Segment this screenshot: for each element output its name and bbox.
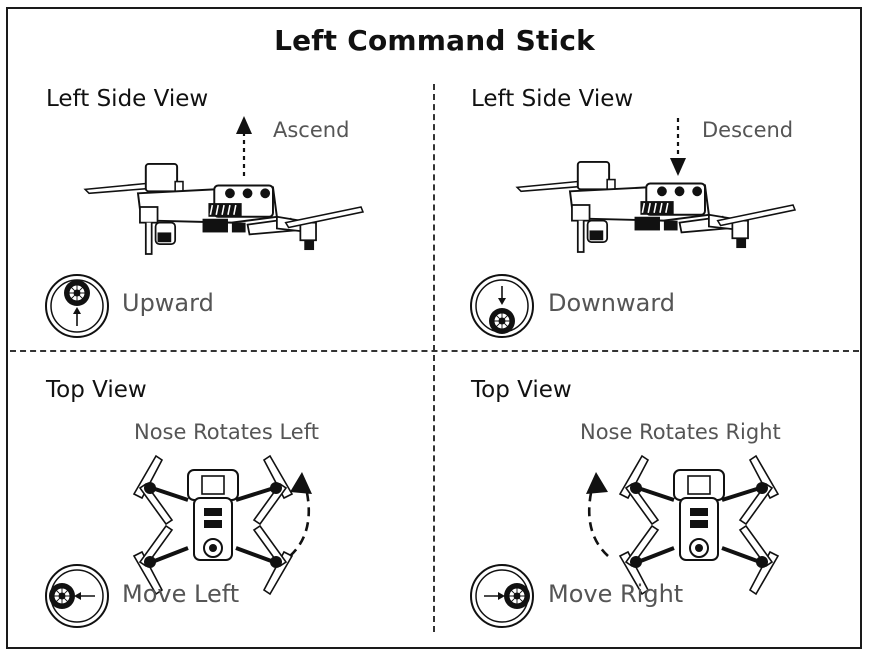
horizontal-divider: [10, 350, 859, 352]
panel-top-left-stick-label: Upward: [122, 289, 214, 317]
panel-bottom-right-header: Top View: [471, 377, 572, 403]
diagram-frame: [6, 7, 862, 649]
drone-top-icon: [132, 454, 294, 596]
panel-bottom-left-header: Top View: [46, 377, 147, 403]
panel-top-right-stick-label: Downward: [548, 289, 676, 317]
descend-arrow-icon: [670, 118, 686, 176]
panel-top-left-header: Left Side View: [46, 86, 209, 112]
vertical-divider: [433, 84, 435, 632]
panel-bottom-left-stick-label: Move Left: [122, 580, 240, 608]
joystick-move-right-icon: [470, 564, 534, 628]
panel-top-right-motion-label: Descend: [702, 118, 794, 142]
rotate-right-arrow-icon: [586, 472, 609, 557]
panel-bottom-right-motion-label: Nose Rotates Right: [580, 420, 781, 444]
page-title: Left Command Stick: [274, 24, 595, 57]
panel-top-left-motion-label: Ascend: [273, 118, 350, 142]
panel-bottom-right-stick-label: Move Right: [548, 580, 684, 608]
drone-side-icon: [84, 162, 364, 255]
panel-top-right-header: Left Side View: [471, 86, 634, 112]
joystick-downward-icon: [470, 274, 534, 338]
rotate-left-arrow-icon: [289, 472, 312, 557]
joystick-move-left-icon: [45, 564, 109, 628]
joystick-upward-icon: [45, 274, 109, 338]
ascend-arrow-icon: [236, 116, 252, 176]
panel-bottom-left-motion-label: Nose Rotates Left: [134, 420, 319, 444]
drone-top-icon: [618, 454, 780, 596]
drone-side-icon: [516, 160, 796, 253]
